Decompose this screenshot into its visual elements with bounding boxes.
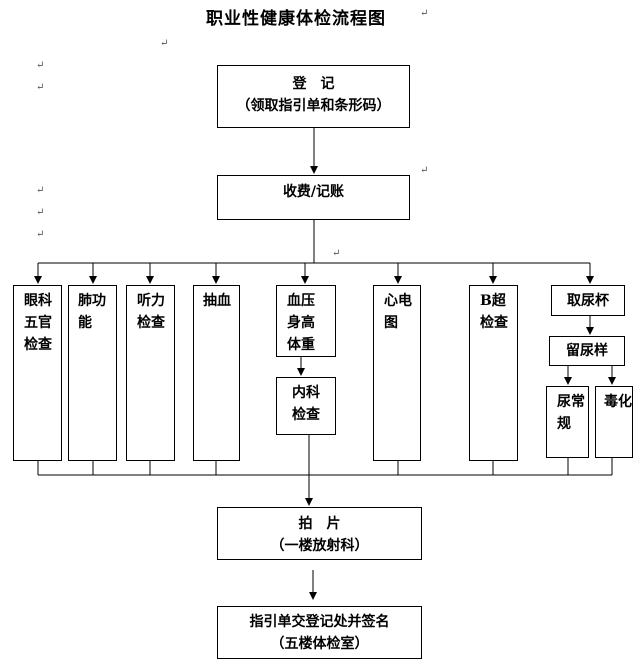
- paragraph-mark: ↵: [420, 165, 429, 176]
- final-box: 指引单交登记处并签名 （五楼体检室）: [217, 606, 422, 659]
- paragraph-mark: ↵: [160, 38, 169, 49]
- paragraph-mark: ↵: [332, 248, 341, 259]
- check-blood-draw: 抽血: [193, 285, 240, 461]
- check-hearing: 听力检查: [126, 285, 175, 461]
- paragraph-mark: ↵: [36, 185, 45, 196]
- check-ultrasound: B超检查: [469, 285, 518, 461]
- xray-box: 拍 片 （一楼放射科）: [217, 507, 422, 560]
- paragraph-mark: ↵: [420, 8, 429, 19]
- urine-routine-box: 尿常规: [546, 386, 589, 458]
- check-blood-pressure-height-weight: 血压身高体重: [276, 285, 336, 357]
- page-title: 职业性健康体检流程图: [206, 9, 386, 29]
- check-lung-function: 肺功能: [68, 285, 117, 461]
- paragraph-mark: ↵: [36, 229, 45, 240]
- registration-subtitle: （领取指引单和条形码）: [236, 98, 391, 114]
- check-eye-ent: 眼科五官检查: [13, 285, 62, 461]
- paragraph-mark: ↵: [36, 207, 45, 218]
- xray-title: 拍 片: [298, 516, 341, 532]
- xray-subtitle: （一楼放射科）: [270, 538, 369, 554]
- final-title: 指引单交登记处并签名: [249, 614, 390, 630]
- check-ecg: 心电图: [373, 285, 421, 461]
- paragraph-mark: ↵: [36, 82, 45, 93]
- urine-cup-box: 取尿杯: [551, 285, 625, 316]
- registration-box: 登 记 （领取指引单和条形码）: [217, 65, 410, 128]
- paragraph-mark: ↵: [36, 60, 45, 71]
- urine-sample-box: 留尿样: [549, 336, 625, 366]
- billing-box: 收费/记账: [217, 175, 410, 220]
- final-subtitle: （五楼体检室）: [270, 636, 369, 652]
- toxicology-box: 毒化: [595, 386, 633, 458]
- check-internal-medicine: 内科检查: [276, 377, 336, 435]
- registration-title: 登 记: [292, 76, 335, 92]
